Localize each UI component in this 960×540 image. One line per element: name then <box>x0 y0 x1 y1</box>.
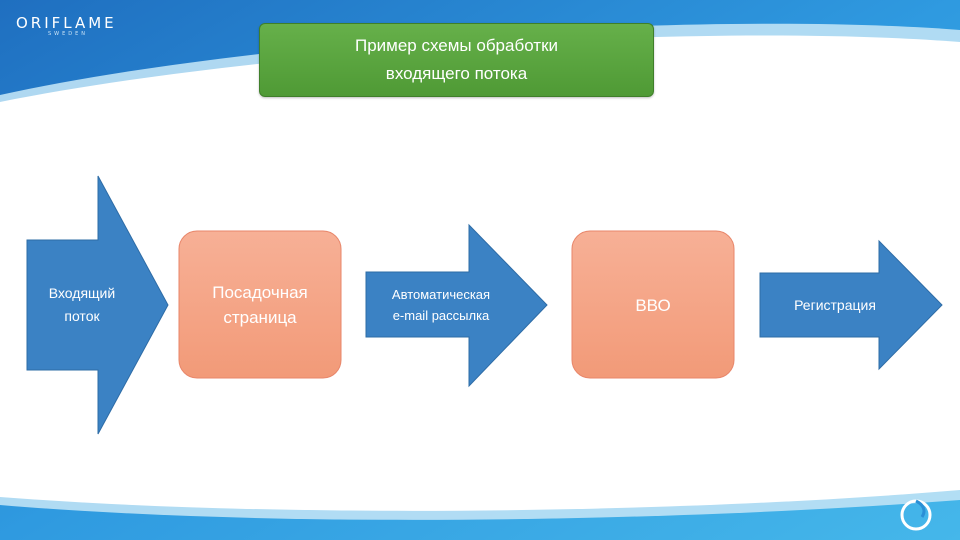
step-label-vvo: ВВО <box>572 280 734 330</box>
step-5-line-1: Регистрация <box>794 296 876 313</box>
title-line-2: входящего потока <box>385 64 528 83</box>
step-3-line-1: Автоматическая <box>391 287 491 302</box>
step-box-landing-page <box>178 230 342 379</box>
step-arrow-incoming-flow <box>26 175 169 435</box>
brand-logo: ORIFLAME <box>16 14 117 32</box>
brand-logo-subtext: SWEDEN <box>48 31 89 37</box>
step-box-vvo <box>571 230 735 379</box>
step-label-auto-email: Автоматическая e-mail рассылка <box>366 275 516 335</box>
step-label-incoming-flow: Входящий поток <box>27 270 137 340</box>
oriflame-circle-icon <box>900 499 932 531</box>
step-1-line-2: поток <box>64 308 100 324</box>
step-arrow-registration <box>759 239 943 371</box>
step-3-line-2: e-mail рассылка <box>392 308 490 323</box>
step-2-line-1: Посадочная <box>212 283 308 302</box>
title-line-1: Пример схемы обработки <box>354 36 559 55</box>
step-4-line-1: ВВО <box>635 295 671 315</box>
diagram-title: Пример схемы обработки входящего потока <box>259 23 654 97</box>
step-1-line-1: Входящий <box>48 285 116 301</box>
step-label-landing-page: Посадочная страница <box>179 270 341 340</box>
step-2-line-2: страница <box>223 308 297 327</box>
step-arrow-auto-email <box>365 223 548 388</box>
step-label-registration: Регистрация <box>760 290 910 320</box>
